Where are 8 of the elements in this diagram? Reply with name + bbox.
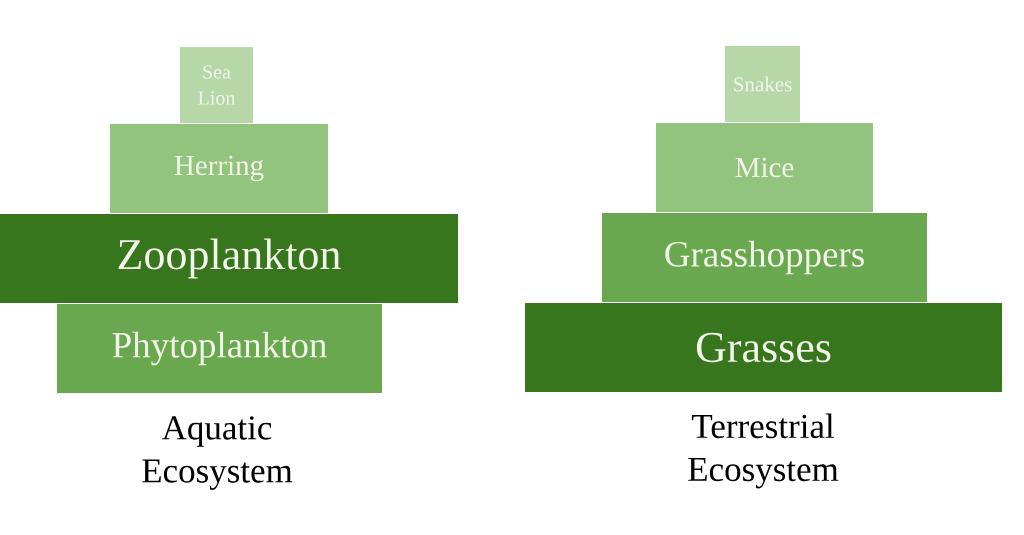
pyramid-tier: Snakes — [725, 46, 800, 122]
pyramid-tier: Grasses — [525, 303, 1002, 392]
pyramid-tier: Phytoplankton — [57, 304, 382, 393]
pyramid-tier: Sea Lion — [180, 47, 253, 123]
pyramid-tier: Zooplankton — [0, 214, 458, 303]
pyramid-tier: Grasshoppers — [602, 213, 927, 302]
pyramid-tier: Herring — [110, 124, 328, 213]
pyramid-tier: Mice — [656, 123, 873, 212]
